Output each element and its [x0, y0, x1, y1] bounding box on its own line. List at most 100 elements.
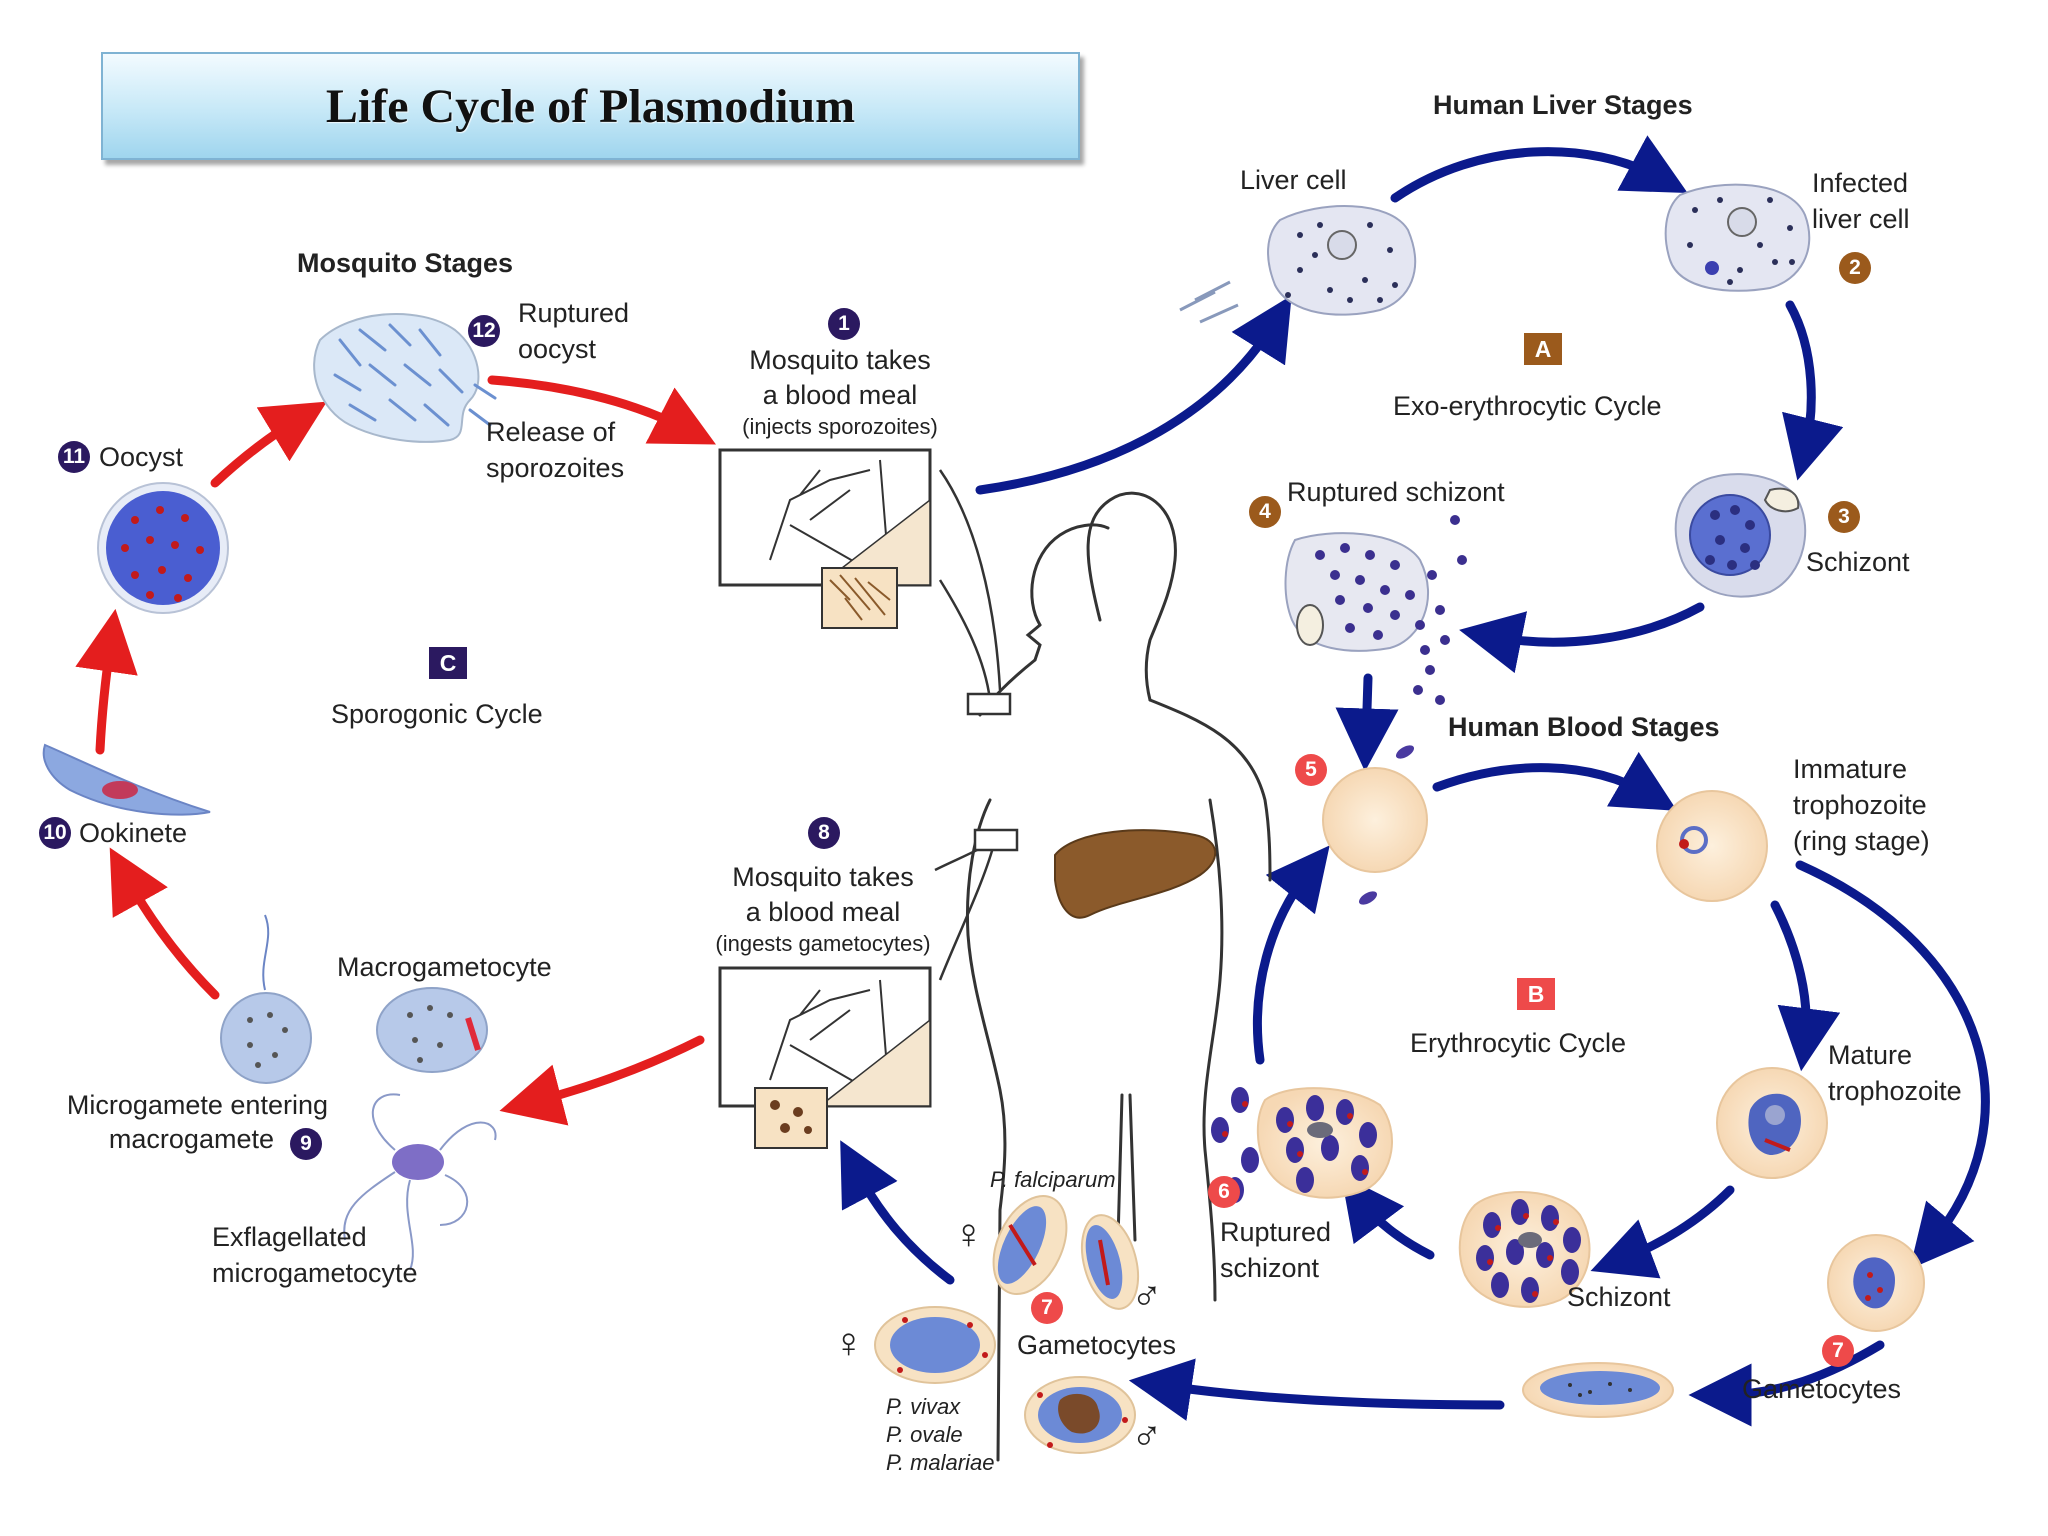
gametocytes-center-label: Gametocytes — [1017, 1330, 1177, 1360]
blood-schizont-graphic — [1458, 1191, 1591, 1308]
liver-ruptured-schizont-graphic — [1284, 515, 1467, 705]
cycle-c-label: Sporogonic Cycle — [331, 699, 543, 729]
meal1-label-line2: a blood meal — [762, 380, 918, 410]
arrow-schizont-to-ruptured — [1459, 602, 1705, 674]
cycle-c-marker: C — [429, 647, 467, 679]
meal8-label-line3: (ingests gametocytes) — [715, 931, 931, 956]
step-11-badge: 11 — [58, 441, 90, 473]
immature-label-line3: (ring stage) — [1793, 826, 1930, 856]
immature-label-line1: Immature — [1793, 754, 1908, 784]
ring-stage-graphic — [1656, 790, 1768, 902]
liver-organ-shape — [1054, 829, 1217, 919]
gametocyte-elongate-graphic — [1522, 1362, 1674, 1418]
arrow-ruptured-to-rbc — [1335, 673, 1399, 772]
step-2-badge: 2 — [1839, 252, 1871, 284]
blood-stages-header: Human Blood Stages — [1448, 712, 1720, 742]
human-cycle-arrows — [840, 135, 1990, 1427]
arrow-to-gametocytes-center — [1128, 1358, 1505, 1421]
gametocyte-right-graphic — [1827, 1234, 1925, 1332]
arrow-bite-to-liver — [975, 295, 1292, 495]
ruptured-oocyst-label-line1: Ruptured — [518, 298, 630, 328]
microgamete-label-line1: Microgamete entering — [66, 1090, 328, 1120]
cycle-a-label: Exo-erythrocytic Cycle — [1393, 391, 1662, 421]
liver-ruptured-schizont-label: Ruptured schizont — [1287, 477, 1505, 507]
step-6-badge: 6 — [1208, 1176, 1240, 1208]
ookinete-graphic — [42, 743, 211, 816]
mosquito-box-ingest — [718, 966, 932, 1149]
falciparum-gametocytes-graphic — [992, 1194, 1140, 1310]
immature-label-line2: trophozoite — [1793, 790, 1927, 820]
male-symbol-lower: ♂ — [1131, 1412, 1163, 1459]
release-label-line1: Release of — [486, 417, 616, 447]
gametocytes-right-label: Gametocytes — [1742, 1374, 1902, 1404]
male-symbol-upper: ♂ — [1131, 1272, 1163, 1319]
mature-label-line2: trophozoite — [1828, 1076, 1962, 1106]
ookinete-label: Ookinete — [79, 818, 188, 848]
blood-schizont-label: Schizont — [1567, 1282, 1671, 1312]
meal1-label-line1: Mosquito takes — [749, 345, 931, 375]
arrow-microgamete-to-ookinete — [109, 847, 220, 1000]
falciparum-label: P. falciparum — [990, 1167, 1116, 1192]
title-banner: Life Cycle of Plasmodium — [101, 52, 1080, 160]
exflagellated-label-line2: microgametocyte — [212, 1258, 418, 1288]
mature-trophozoite-graphic — [1716, 1067, 1828, 1179]
liver-stages-header: Human Liver Stages — [1433, 90, 1693, 120]
vivax-label: P. vivax — [886, 1394, 961, 1419]
arrow-meal-to-microgamete — [499, 1035, 705, 1126]
step-7-badge-center: 7 — [1031, 1292, 1063, 1324]
cycle-b-label: Erythrocytic Cycle — [1410, 1028, 1627, 1058]
mature-label-line1: Mature — [1828, 1040, 1913, 1070]
exflagellated-microgametocyte-graphic — [343, 1093, 497, 1271]
step-1-badge: 1 — [828, 308, 860, 340]
bite-connector-lines — [934, 469, 1019, 981]
meal8-label-line2: a blood meal — [745, 897, 901, 927]
step-3-badge: 3 — [1828, 501, 1860, 533]
arrow-rbc-to-ring — [1432, 751, 1678, 811]
arrow-ring-to-gametocyte — [1795, 860, 1990, 1270]
ruptured-oocyst-graphic — [313, 313, 497, 443]
human-silhouette — [966, 491, 1272, 1462]
arrow-ookinete-to-oocyst — [75, 608, 138, 755]
macrogametocyte-label: Macrogametocyte — [337, 952, 552, 982]
cycle-a-marker: A — [1524, 333, 1562, 365]
arrow-ring-to-mature — [1770, 900, 1841, 1072]
ovale-label: P. ovale — [886, 1422, 963, 1447]
step-10-badge: 10 — [39, 817, 71, 849]
blood-ruptured-label-line2: schizont — [1220, 1253, 1320, 1283]
arrow-oocyst-to-ruptured — [210, 401, 327, 488]
microgamete-entering-graphic — [220, 914, 312, 1084]
infected-label-line1: Infected — [1812, 168, 1909, 198]
arrow-gametocyte-to-center — [1688, 1340, 1885, 1427]
oocyst-label: Oocyst — [99, 442, 184, 472]
mosquito-stages-header: Mosquito Stages — [297, 248, 514, 278]
infected-label-line2: liver cell — [1812, 204, 1910, 234]
liver-schizont-label: Schizont — [1806, 547, 1910, 577]
female-symbol-upper: ♀ — [953, 1210, 985, 1257]
blood-ruptured-schizont-graphic — [1211, 1087, 1393, 1203]
arrow-release-to-meal — [487, 375, 716, 445]
arrow-liver-to-infected — [1390, 135, 1688, 203]
liver-cell-label: Liver cell — [1240, 165, 1347, 195]
vivax-gametocytes-graphic — [874, 1306, 1136, 1454]
arrow-mature-to-schizont — [1590, 1185, 1735, 1279]
macrogametocyte-graphic — [376, 987, 488, 1073]
ruptured-oocyst-label-line2: oocyst — [518, 334, 597, 364]
infected-liver-cell-graphic — [1664, 183, 1811, 292]
arrow-infected-to-schizont — [1782, 300, 1844, 481]
step-9-badge: 9 — [290, 1128, 322, 1160]
liver-schizont-graphic — [1674, 473, 1807, 598]
microgamete-label-line2: macrogamete — [108, 1124, 274, 1154]
malariae-label: P. malariae — [886, 1450, 995, 1475]
liver-cell-graphic — [1179, 205, 1417, 324]
step-4-badge: 4 — [1249, 496, 1281, 528]
release-label-line2: sporozoites — [486, 453, 625, 483]
exflagellated-label-line1: Exflagellated — [212, 1222, 367, 1252]
step-5-badge: 5 — [1295, 754, 1327, 786]
cycle-b-marker: B — [1517, 978, 1555, 1010]
step-12-badge: 12 — [468, 315, 500, 347]
arrow-gametocytes-to-mosquito — [840, 1140, 955, 1285]
step-8-badge: 8 — [808, 817, 840, 849]
meal8-label-line1: Mosquito takes — [732, 862, 914, 892]
oocyst-graphic — [97, 482, 229, 614]
